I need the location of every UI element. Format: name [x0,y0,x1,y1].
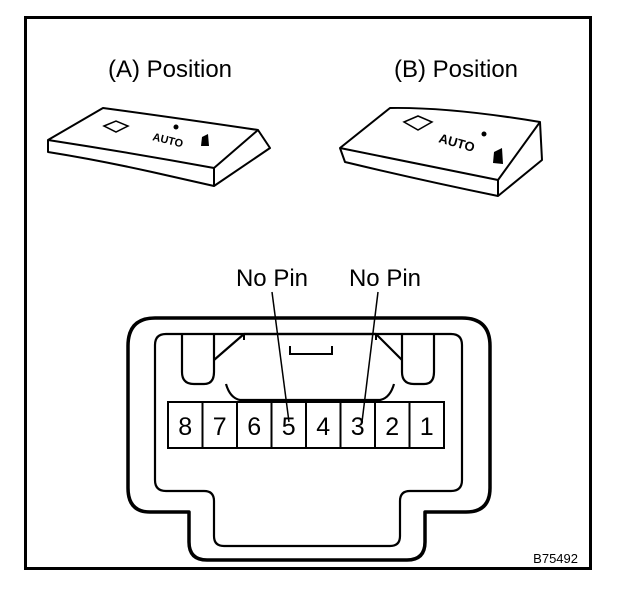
pin-number-3: 3 [351,413,365,441]
pin-number-2: 2 [385,413,399,441]
switch-b: AUTO [339,106,543,197]
pin-cell-7: 7 [201,402,227,448]
speaker-icon [493,148,503,164]
pin-cell-6: 6 [236,402,261,448]
no-pin-right-label: No Pin [349,265,421,292]
pin-number-4: 4 [316,413,330,441]
position-b-label: (B) Position [394,56,518,83]
leader-line-pin-5 [271,291,290,423]
pin-number-7: 7 [213,413,227,441]
pin-cell-3: 3 [339,402,365,448]
pin-cell-2: 2 [374,402,399,448]
indicator-dot [481,131,487,137]
pin-cell-5: 5 [270,402,296,448]
window-icon [402,115,434,131]
figure-id: B75492 [533,551,578,566]
position-a-label: (A) Position [108,56,232,83]
pin-cell-8: 8 [178,413,192,441]
pin-number-5: 5 [282,413,296,441]
speaker-icon [201,134,209,146]
pin-cell-1: 1 [408,402,434,448]
pin-number-1: 1 [420,413,434,441]
window-icon [102,120,130,133]
leader-line-pin-3 [361,291,379,423]
switch-a: AUTO [47,107,271,187]
pin-number-6: 6 [247,413,261,441]
pin-number-8: 8 [178,413,192,441]
no-pin-left-label: No Pin [236,265,308,292]
indicator-dot [173,124,179,130]
pin-cell-4: 4 [305,402,330,448]
